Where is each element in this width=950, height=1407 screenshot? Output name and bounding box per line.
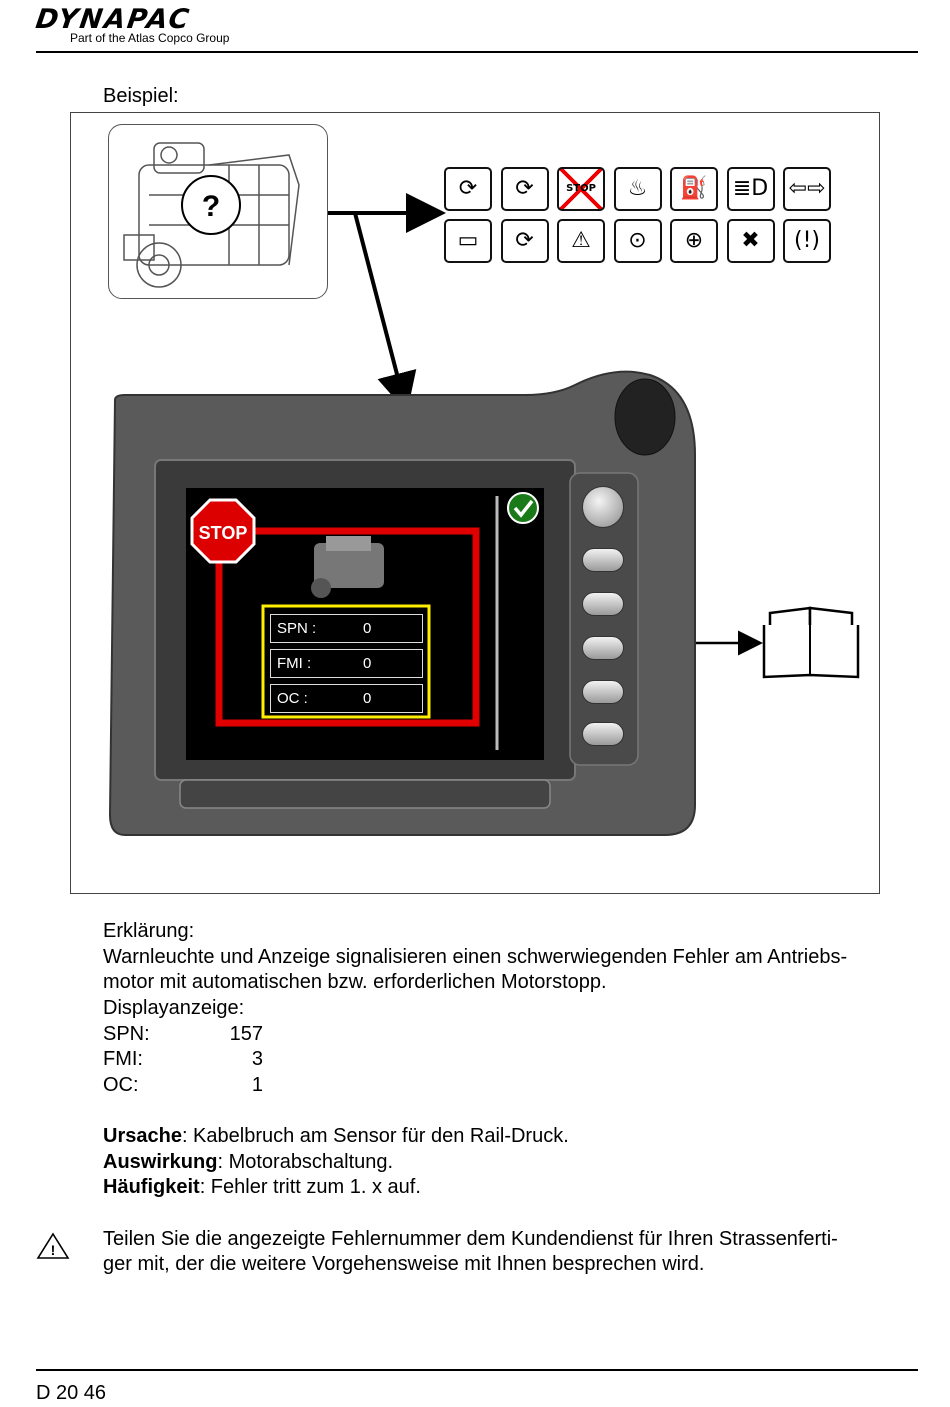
code-oc-label: OC:	[103, 1074, 139, 1096]
code-oc-value: 1	[251, 1074, 263, 1096]
side-button-3	[582, 636, 624, 660]
frequency-label: Häufigkeit	[103, 1176, 200, 1198]
oc-readout-label: OC :	[277, 690, 308, 707]
coolant-temp-icon: ♨	[613, 167, 662, 211]
cause-label: Ursache	[103, 1125, 182, 1147]
side-button-1	[582, 548, 624, 572]
side-button-4	[582, 680, 624, 704]
direction-icon: ⇦⇨	[783, 167, 831, 211]
warning-triangle-icon: !	[36, 1232, 70, 1259]
question-mark-badge: ?	[181, 175, 241, 235]
fuel-level-icon: ⛽	[670, 167, 718, 211]
fault-code-highlight	[261, 604, 431, 719]
spn-readout-value: 0	[363, 620, 372, 637]
note-line-1: Teilen Sie die angezeigte Fehlernummer d…	[103, 1228, 838, 1250]
oil-pressure-icon: ⊙	[613, 219, 662, 263]
check-ok-icon	[507, 492, 539, 524]
explanation-line-2: motor mit automatischen bzw. erforderlic…	[103, 971, 607, 993]
battery-icon: ▭	[444, 219, 492, 263]
stop-icon-crossed: STOP	[557, 167, 605, 211]
figure-frame	[70, 112, 880, 894]
spn-readout-label: SPN :	[277, 620, 317, 637]
header-rule	[36, 51, 918, 53]
headlight-icon: ≣D	[726, 167, 775, 211]
stop-sign-icon	[190, 498, 256, 564]
alarm-frame	[215, 527, 480, 727]
cause-text: : Kabelbruch am Sensor für den Rail-Druc…	[181, 1125, 569, 1147]
code-fmi-value: 3	[251, 1048, 263, 1070]
svg-text:!: !	[51, 1242, 56, 1258]
brake-warning-icon: (!)	[783, 219, 831, 263]
fmi-readout: FMI : 0	[270, 649, 423, 678]
code-spn-label: SPN:	[103, 1023, 150, 1045]
fmi-readout-label: FMI :	[277, 655, 312, 672]
footer-rule	[36, 1369, 918, 1371]
frequency-line: Häufigkeit: Fehler tritt zum 1. x auf.	[103, 1175, 421, 1201]
oc-readout-value: 0	[363, 690, 372, 707]
display-heading: Displayanzeige:	[103, 997, 245, 1019]
fmi-readout-value: 0	[363, 655, 372, 672]
engine-fault-icon: ⟳	[500, 167, 549, 211]
code-fmi-label: FMI:	[103, 1048, 143, 1070]
cause-line: Ursache: Kabelbruch am Sensor für den Ra…	[103, 1124, 569, 1150]
arrow-to-display	[353, 212, 417, 413]
engine-warning-icon: ⚠	[557, 219, 605, 263]
oc-readout: OC : 0	[270, 684, 423, 713]
explanation-line-1: Warnleuchte und Anzeige signalisieren ei…	[103, 946, 848, 968]
engine-temp-icon: ⟳	[500, 219, 549, 263]
note-line-2: ger mit, der die weitere Vorgehensweise …	[103, 1253, 705, 1275]
round-side-button	[582, 486, 624, 528]
side-button-5	[582, 722, 624, 746]
effect-label: Auswirkung	[103, 1151, 218, 1173]
frequency-text: : Fehler tritt zum 1. x auf.	[199, 1176, 421, 1198]
example-label: Beispiel:	[103, 85, 179, 107]
brand-subtitle: Part of the Atlas Copco Group	[70, 31, 230, 45]
side-button-2	[582, 592, 624, 616]
effect-text: : Motorabschaltung.	[217, 1151, 394, 1173]
code-spn-value: 157	[229, 1023, 263, 1045]
manual-book-icon	[762, 606, 860, 679]
page-id: D 20 46	[36, 1382, 107, 1404]
spn-readout: SPN : 0	[270, 614, 423, 643]
filter-fault-icon: ✖	[726, 219, 775, 263]
display-graphics: STOP	[190, 492, 539, 750]
engine-thumbnail-icon	[311, 536, 384, 598]
effect-line: Auswirkung: Motorabschaltung.	[103, 1150, 393, 1176]
engine-preheat-icon: ⟳	[444, 167, 492, 211]
stop-sign-label: STOP	[199, 523, 248, 543]
hydraulic-pressure-icon: ⊕	[670, 219, 718, 263]
explanation-heading: Erklärung:	[103, 920, 195, 942]
